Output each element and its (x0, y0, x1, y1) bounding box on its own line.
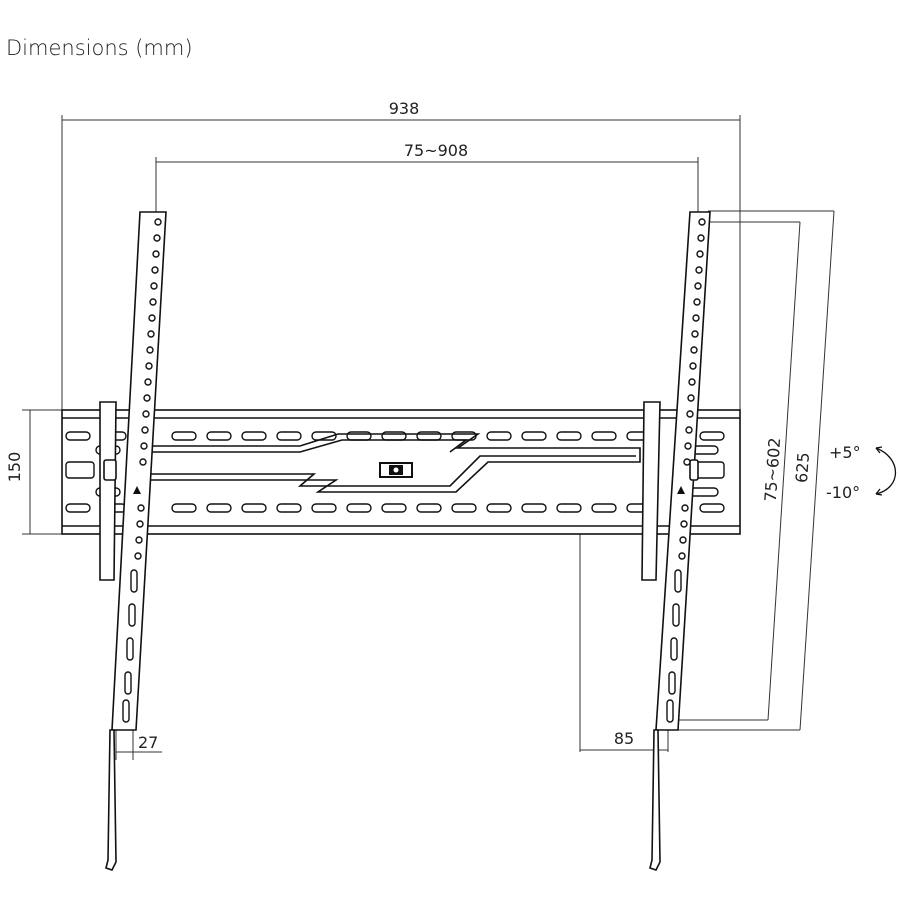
right-mounting-arm (641, 211, 711, 871)
right-arm-slots (666, 569, 682, 723)
tilt-up-label: +5° (829, 443, 861, 462)
bubble-level (379, 462, 413, 478)
tilt-indicator (875, 446, 897, 496)
arm-width-label: 27 (138, 733, 158, 752)
dimension-vesa-width (155, 157, 699, 215)
left-mounting-arm (99, 211, 167, 871)
right-arm-holes (678, 218, 706, 560)
left-arm-slots (122, 569, 138, 723)
left-arm-arrow (133, 486, 141, 494)
right-arm-arrow (677, 486, 685, 494)
dimension-overall-width (61, 115, 741, 410)
rail-slots-bottom (65, 503, 725, 513)
rail-center-channel (139, 433, 641, 493)
diagram-title: Dimensions (mm) (6, 36, 193, 60)
overall-height-label: 625 (792, 452, 813, 484)
dimension-arm-width (115, 730, 162, 760)
tilt-down-label: -10° (826, 483, 860, 502)
left-arm-holes (134, 218, 162, 560)
dimension-overall-height (670, 210, 835, 731)
dimension-vesa-height (672, 221, 801, 721)
dimension-rail-height (22, 409, 62, 535)
rail-height-label: 150 (5, 452, 24, 483)
overall-width-label: 938 (389, 99, 420, 118)
offset-label: 85 (614, 729, 634, 748)
vesa-height-label: 75~602 (761, 437, 784, 502)
vesa-width-label: 75~908 (404, 141, 468, 160)
